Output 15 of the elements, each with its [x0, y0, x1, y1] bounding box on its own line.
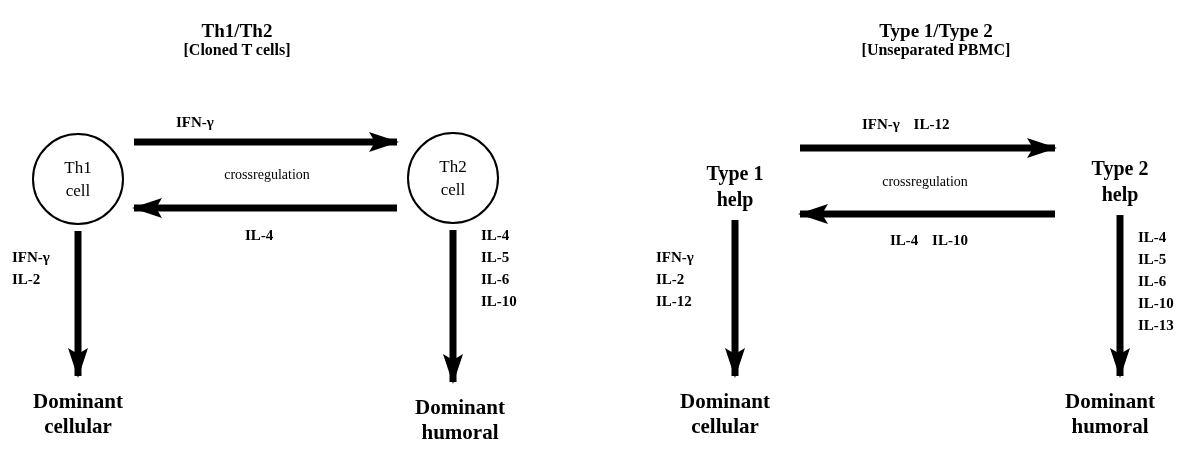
annotation-text: crossregulation: [224, 167, 310, 183]
node-label: Type 2 help: [1065, 153, 1175, 209]
heading-text: Type 1/Type 2: [879, 20, 993, 42]
cell-label: Th1 cell: [63, 157, 93, 202]
node-label: Dominant cellular: [13, 386, 143, 442]
node-label: Dominant humoral: [395, 392, 525, 448]
cell-label: Th2 cell: [438, 156, 468, 201]
heading-text: [Unseparated PBMC]: [861, 41, 1011, 59]
heading-text: [Cloned T cells]: [183, 41, 291, 59]
annotation-text: crossregulation: [882, 174, 968, 190]
node-label: Dominant cellular: [660, 386, 790, 442]
node-label: Type 1 help: [680, 158, 790, 214]
heading-text: Th1/Th2: [201, 20, 273, 42]
cell-circle: [32, 133, 124, 225]
node-label: Dominant humoral: [1045, 386, 1175, 442]
